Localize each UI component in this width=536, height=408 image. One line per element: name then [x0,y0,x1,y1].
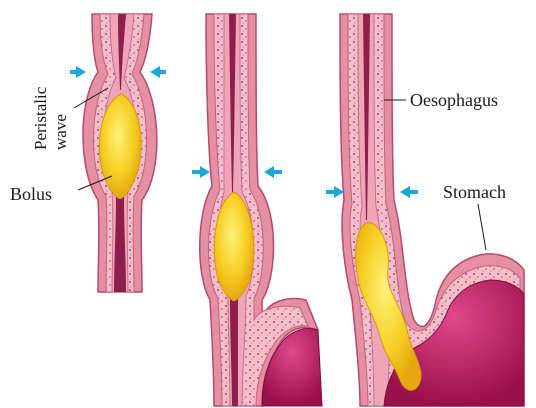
arrow-right-icon [264,166,282,178]
stage-2 [192,14,322,406]
stage-3 [326,14,524,406]
label-stomach: Stomach [443,182,506,202]
label-bolus: Bolus [10,184,52,204]
arrow-left-icon [192,166,210,178]
label-wave: wave [51,114,70,150]
arrow-left-icon [70,66,86,78]
label-oesophagus: Oesophagus [410,90,498,110]
arrow-left-icon [326,186,344,198]
arrow-right-icon [400,186,418,198]
label-peristalic: Peristalic [31,86,50,150]
arrow-right-icon [150,66,166,78]
leader-line-stomach [478,204,486,250]
stage-1 [70,14,166,292]
